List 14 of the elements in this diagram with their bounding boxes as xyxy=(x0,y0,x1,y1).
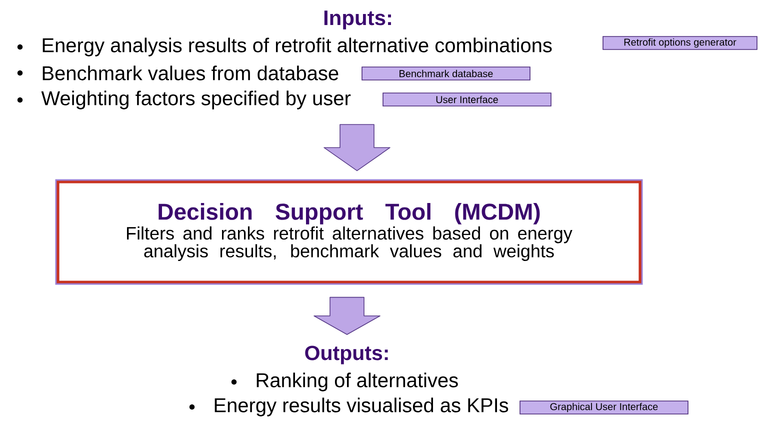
block-arrow xyxy=(314,296,380,335)
heading: Outputs: xyxy=(305,346,388,364)
heading: Inputs: xyxy=(324,10,391,30)
block-arrow xyxy=(324,124,390,172)
list-item: Energy results visualised as KPIs xyxy=(214,398,508,416)
tag-box: Retrofit options generator xyxy=(602,36,758,50)
list-item: Energy analysis results of retrofit alternative combinations xyxy=(42,38,552,56)
tag-box: User Interface xyxy=(382,92,552,106)
tag-box: Graphical User Interface xyxy=(520,400,688,414)
list-item: Weighting factors specified by user xyxy=(41,90,351,110)
list-item: Benchmark values from database xyxy=(42,66,338,80)
process-box: Decision Support Tool (MCDM) Filters and ranks retrofit alternatives based on energy analysis results, benchmark values and weights xyxy=(55,179,643,285)
tag-box: Benchmark database xyxy=(362,66,530,80)
list-item: Ranking of alternatives xyxy=(256,372,458,392)
